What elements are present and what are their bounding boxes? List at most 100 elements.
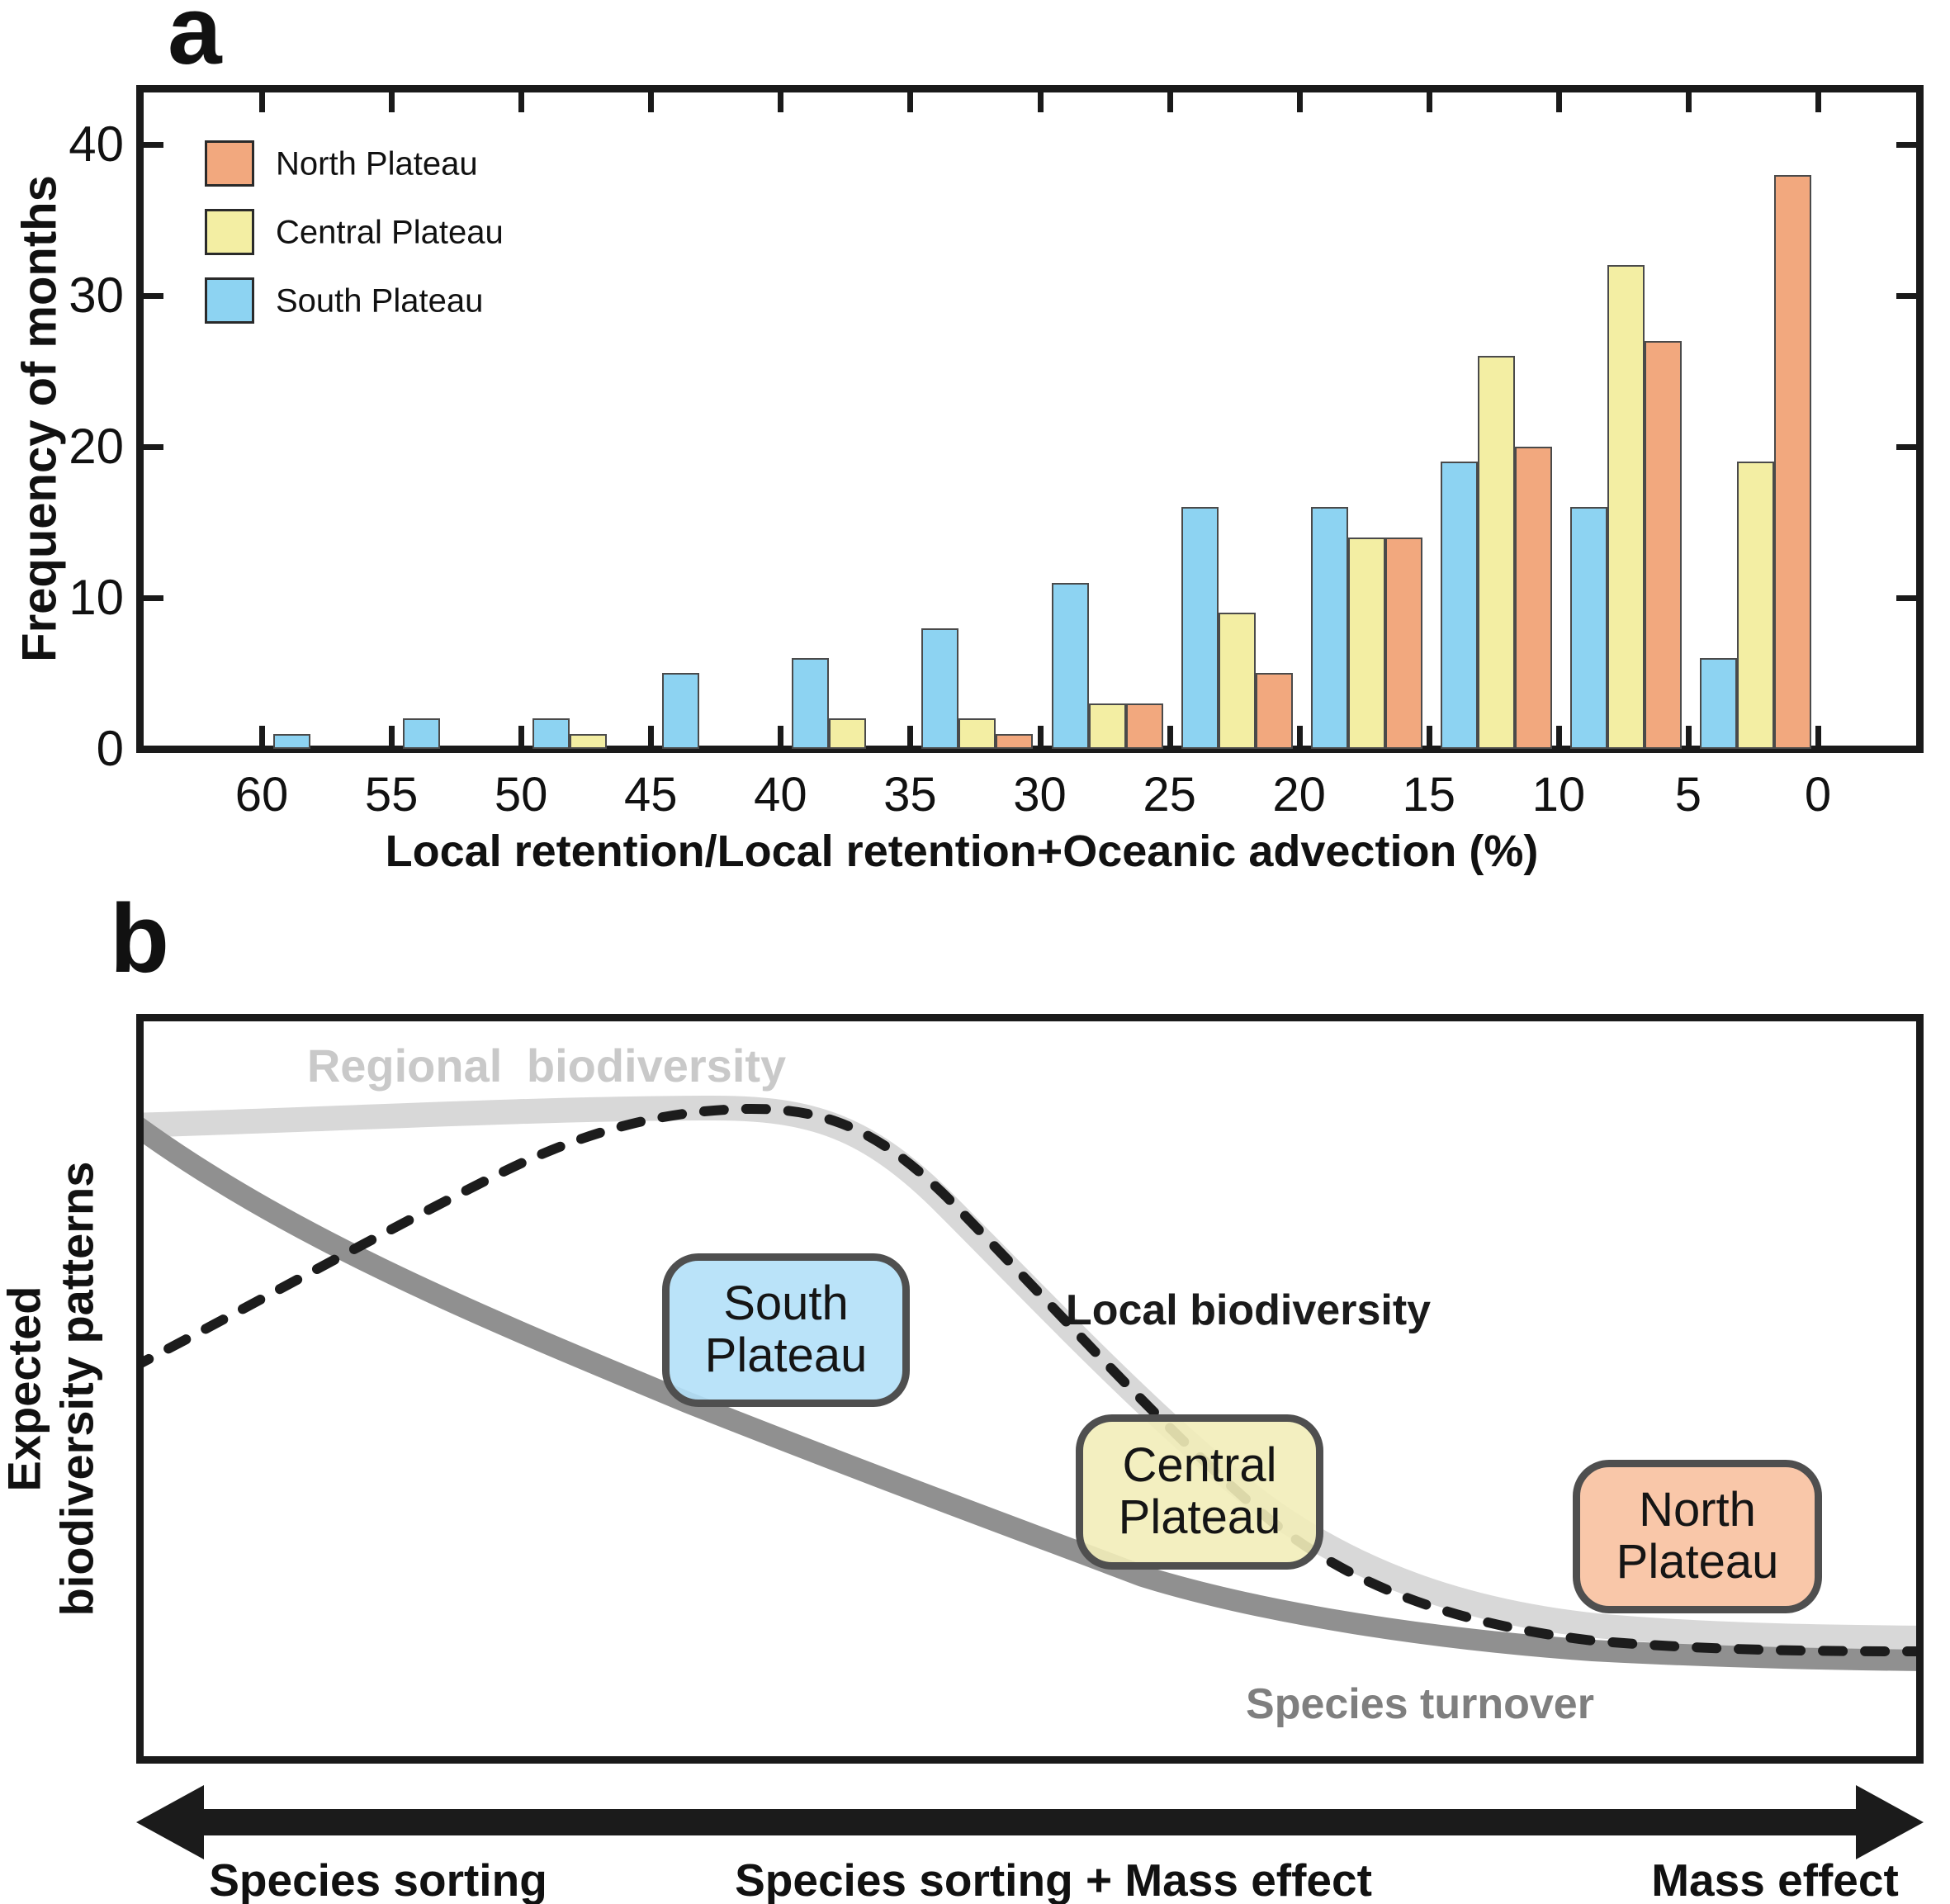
y-tick-label: 40 <box>69 116 124 172</box>
panel-a-x-axis-title: Local retention/Local retention+Oceanic … <box>385 826 1539 876</box>
bar-south-plateau <box>403 718 440 749</box>
bar-north-plateau <box>1774 175 1811 749</box>
x-tick-mark-top <box>1426 92 1432 112</box>
north-plateau-box: North Plateau <box>1573 1460 1822 1613</box>
bar-north-plateau <box>996 734 1033 749</box>
north-plateau-box-line2: Plateau <box>1616 1535 1779 1589</box>
y-tick-mark <box>144 444 163 450</box>
panel-b-y-axis-title: Expected biodiversity patterns <box>0 1162 104 1617</box>
y-tick-label: 0 <box>96 721 124 776</box>
x-tick-label: 25 <box>1143 768 1196 822</box>
x-tick-label: 15 <box>1402 768 1456 822</box>
x-tick-label: 0 <box>1804 768 1832 822</box>
panel-b-curves <box>144 1095 1916 1671</box>
x-tick-mark <box>1815 726 1821 746</box>
south-plateau-box-line2: Plateau <box>704 1329 868 1382</box>
panel-b-y-axis-line2: biodiversity patterns <box>51 1161 103 1617</box>
y-tick-mark-right <box>1896 444 1916 450</box>
x-tick-mark-top <box>648 92 655 112</box>
y-tick-mark <box>144 142 163 148</box>
legend-swatch-south-plateau <box>205 277 254 324</box>
x-tick-label: 50 <box>494 768 548 822</box>
legend-swatch-central-plateau <box>205 209 254 255</box>
local-biodiversity-label: Local biodiversity <box>1065 1286 1432 1334</box>
bar-south-plateau <box>792 658 829 749</box>
x-tick-mark-top <box>778 92 784 112</box>
x-tick-mark-top <box>1167 92 1173 112</box>
bar-central-plateau <box>1737 462 1774 749</box>
bar-central-plateau <box>958 718 996 749</box>
x-tick-mark <box>907 726 914 746</box>
legend-label-north-plateau: North Plateau <box>276 145 478 182</box>
bar-central-plateau <box>1089 703 1126 749</box>
panel-b-plot-frame <box>136 1014 1924 1764</box>
bar-south-plateau <box>1311 507 1348 749</box>
double-arrow-shape <box>136 1785 1924 1859</box>
legend-label-south-plateau: South Plateau <box>276 282 484 320</box>
x-tick-label: 40 <box>754 768 807 822</box>
bar-south-plateau <box>1700 658 1737 749</box>
north-plateau-box-line1: North <box>1639 1483 1756 1537</box>
bar-north-plateau <box>1256 673 1293 749</box>
x-tick-mark <box>259 726 265 746</box>
species-turnover-label: Species turnover <box>1246 1680 1594 1728</box>
regional-biodiversity-label: Regional biodiversity <box>306 1040 787 1092</box>
x-tick-mark-top <box>259 92 265 112</box>
y-tick-label: 30 <box>69 268 124 323</box>
bar-north-plateau <box>1645 341 1682 749</box>
arrow-label-mass-effect: Mass effect <box>1651 1854 1899 1904</box>
x-tick-mark <box>778 726 784 746</box>
arrow-label-species-sorting-mass-effect: Species sorting + Mass effect <box>735 1854 1372 1904</box>
y-tick-label: 10 <box>69 570 124 625</box>
bar-central-plateau <box>829 718 866 749</box>
legend-swatch-north-plateau <box>205 140 254 187</box>
x-tick-mark-top <box>1685 92 1692 112</box>
central-plateau-box: Central Plateau <box>1076 1414 1323 1570</box>
y-tick-mark-right <box>1896 142 1916 148</box>
x-tick-mark <box>1426 726 1432 746</box>
bar-central-plateau <box>1478 356 1515 749</box>
panel-b-y-axis-line1: Expected <box>0 1286 50 1492</box>
bar-south-plateau <box>662 673 699 749</box>
x-tick-mark <box>1167 726 1173 746</box>
y-tick-mark-right <box>1896 595 1916 601</box>
x-tick-label: 60 <box>234 768 289 822</box>
bar-south-plateau <box>1441 462 1478 749</box>
x-tick-mark-top <box>1037 92 1044 112</box>
x-tick-label: 55 <box>364 768 419 822</box>
y-tick-mark-right <box>1896 293 1916 299</box>
local-biodiversity-dashed-curve <box>144 1103 1916 1656</box>
x-tick-mark-top <box>1555 92 1562 112</box>
bar-central-plateau <box>1219 613 1256 749</box>
bar-central-plateau <box>570 734 607 749</box>
x-tick-mark <box>518 726 525 746</box>
x-tick-mark <box>648 726 655 746</box>
panel-a-letter: a <box>168 0 222 85</box>
x-tick-label: 45 <box>623 768 678 822</box>
bar-south-plateau <box>1181 507 1219 749</box>
bar-south-plateau <box>273 734 310 749</box>
central-plateau-box-line1: Central <box>1122 1438 1277 1493</box>
y-tick-mark <box>144 595 163 601</box>
x-tick-label: 35 <box>883 768 937 822</box>
south-plateau-box-line1: South <box>723 1276 849 1331</box>
panel-b-letter: b <box>110 884 170 993</box>
bar-south-plateau <box>1570 507 1607 749</box>
bar-south-plateau <box>921 628 958 749</box>
x-tick-label: 20 <box>1272 768 1326 822</box>
y-tick-mark <box>144 293 163 299</box>
x-tick-mark-top <box>907 92 914 112</box>
x-tick-label: 30 <box>1013 768 1067 822</box>
bar-south-plateau <box>532 718 570 749</box>
bar-north-plateau <box>1126 703 1163 749</box>
bar-central-plateau <box>1348 538 1385 749</box>
x-tick-mark-top <box>1296 92 1303 112</box>
x-tick-mark <box>389 726 395 746</box>
x-tick-mark-top <box>1815 92 1821 112</box>
bar-central-plateau <box>1607 265 1645 749</box>
bar-north-plateau <box>1515 447 1552 749</box>
x-tick-mark <box>1037 726 1044 746</box>
south-plateau-box: South Plateau <box>662 1253 910 1407</box>
gradient-arrow <box>136 1785 1924 1859</box>
